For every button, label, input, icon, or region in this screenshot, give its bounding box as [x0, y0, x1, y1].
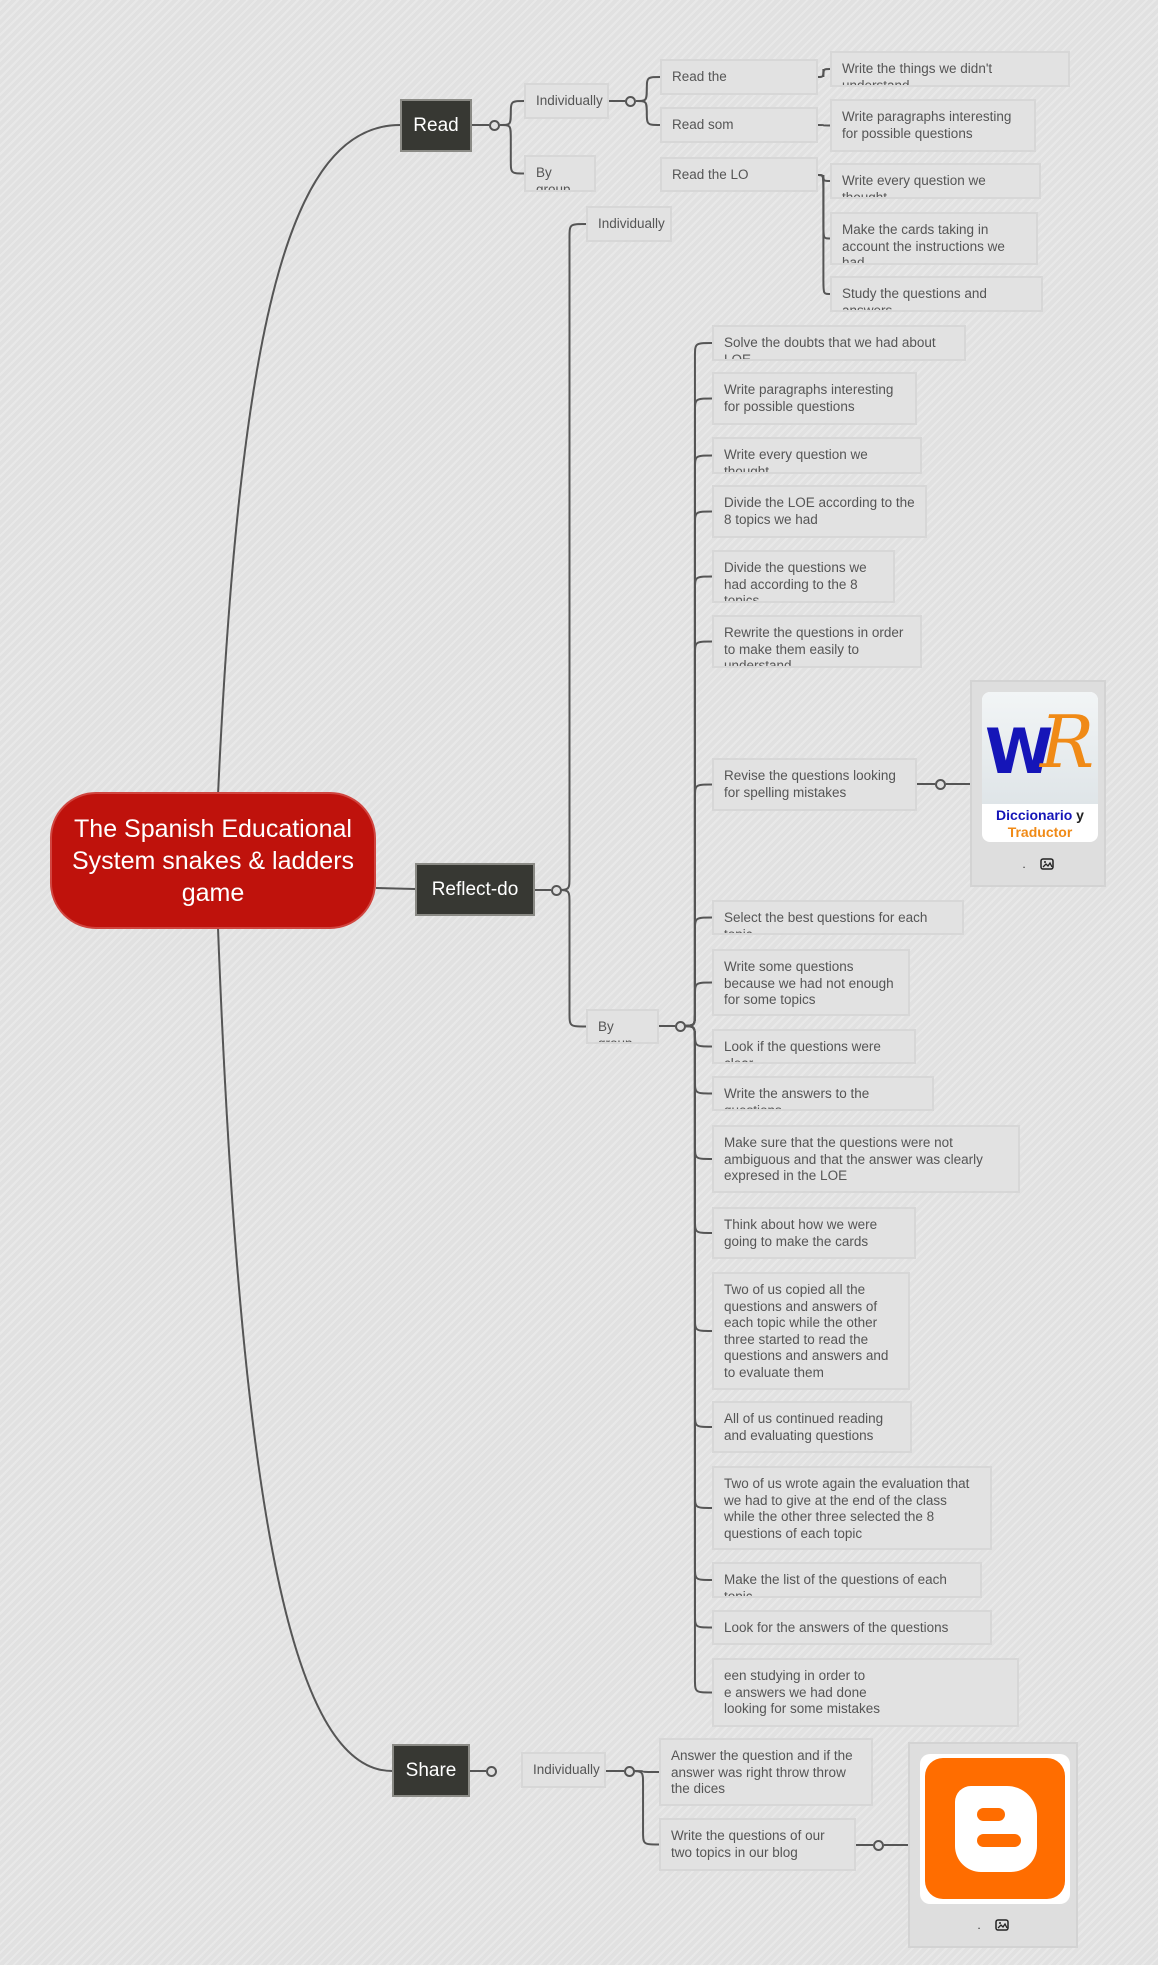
read-task[interactable]: Write paragraphs interesting for possibl…	[830, 99, 1036, 152]
read-item[interactable]: Read the	[660, 59, 818, 95]
task-line: looking for some mistakes	[724, 1701, 881, 1716]
reflect-by-group[interactable]: By group	[586, 1009, 659, 1044]
reflect-task[interactable]: Two of us wrote again the evaluation tha…	[712, 1466, 992, 1550]
collapse-toggle[interactable]	[935, 779, 946, 790]
connector-line	[680, 1025, 713, 1509]
read-task[interactable]: Write every question we thought	[830, 163, 1041, 199]
reflect-task[interactable]: Write paragraphs interesting for possibl…	[712, 372, 917, 425]
connector-line	[635, 100, 661, 126]
reflect-task[interactable]: Think about how we were going to make th…	[712, 1207, 916, 1259]
collapse-toggle[interactable]	[625, 96, 636, 107]
connector-line	[680, 1025, 713, 1428]
group-individually[interactable]: Individually	[586, 206, 672, 242]
read-item[interactable]: Read the LO	[660, 157, 818, 192]
share-individually[interactable]: Individually	[521, 1752, 606, 1788]
task-line: een studying in order to	[724, 1668, 866, 1683]
blogger-image-node[interactable]: .	[908, 1742, 1078, 1948]
connector-line	[817, 68, 831, 78]
connector-line	[499, 100, 525, 126]
reflect-task[interactable]: Select the best questions for each topic	[712, 900, 964, 935]
reflect-task[interactable]: Solve the doubts that we had about LOE	[712, 325, 966, 361]
reflect-task[interactable]: Write every question we thought	[712, 437, 922, 474]
reflect-task[interactable]: Divide the LOE according to the 8 topics…	[712, 485, 927, 538]
collapse-toggle[interactable]	[624, 1766, 635, 1777]
connector-line	[555, 223, 587, 891]
logo-caption: Diccionario	[996, 807, 1073, 823]
connector-line	[680, 981, 713, 1027]
connector-line	[680, 510, 713, 1027]
read-task[interactable]: Study the questions and answers	[830, 276, 1043, 312]
topic-share[interactable]: Share	[392, 1744, 470, 1797]
connector-line	[680, 1025, 713, 1581]
image-caption: .	[1022, 857, 1026, 871]
connector-line	[629, 1770, 660, 1846]
collapse-toggle[interactable]	[873, 1840, 884, 1851]
connector-line	[817, 174, 831, 295]
image-caption: .	[977, 1918, 981, 1932]
connector-line	[680, 454, 713, 1027]
logo-caption: Traductor	[1007, 824, 1073, 840]
reflect-task[interactable]: Divide the questions we had according to…	[712, 550, 895, 603]
topic-reflect-do[interactable]: Reflect-do	[415, 863, 535, 916]
reflect-task[interactable]: Make sure that the questions were not am…	[712, 1125, 1020, 1193]
read-individually[interactable]: Individually	[524, 83, 609, 119]
connector-line	[817, 124, 831, 127]
connector-line	[680, 640, 713, 1027]
connector-line	[499, 124, 525, 175]
connector-line	[680, 783, 713, 1027]
collapse-toggle[interactable]	[489, 120, 500, 131]
central-topic[interactable]: The Spanish Educational System snakes & …	[50, 792, 376, 929]
reflect-task[interactable]: Write the answers to the questions	[712, 1076, 934, 1111]
connector-line	[680, 1025, 713, 1694]
reflect-task[interactable]: Rewrite the questions in order to make t…	[712, 615, 922, 668]
image-icon[interactable]	[994, 1919, 1009, 1931]
connector-line	[635, 76, 661, 102]
connector-line	[680, 342, 713, 1027]
read-task[interactable]: Write the things we didn't understand	[830, 51, 1070, 87]
connector-line	[555, 889, 587, 1028]
reflect-task[interactable]: een studying in order to e answers we ha…	[712, 1658, 1019, 1727]
topic-read[interactable]: Read	[400, 99, 472, 152]
reflect-task[interactable]: Look if the questions were clear	[712, 1029, 916, 1064]
read-task[interactable]: Make the cards taking in account the ins…	[830, 212, 1038, 265]
central-topic-text: The Spanish Educational System snakes & …	[71, 814, 355, 907]
logo-caption: y	[1076, 807, 1084, 823]
connector-line	[680, 1025, 713, 1234]
collapse-toggle[interactable]	[551, 885, 562, 896]
image-icon[interactable]	[1039, 858, 1054, 870]
reflect-task[interactable]: Make the list of the questions of each t…	[712, 1562, 982, 1598]
reflect-task[interactable]: Write some questions because we had not …	[712, 949, 910, 1016]
connector-line	[680, 397, 713, 1027]
collapse-toggle[interactable]	[675, 1021, 686, 1032]
reflect-task[interactable]: Look for the answers of the questions	[712, 1610, 992, 1645]
blogger-logo	[920, 1754, 1070, 1904]
connector-line	[680, 1025, 713, 1048]
connector-line	[680, 1025, 713, 1095]
collapse-toggle[interactable]	[486, 1766, 497, 1777]
connector-line	[680, 1025, 713, 1332]
share-task[interactable]: Write the questions of our two topics in…	[659, 1818, 856, 1871]
read-item[interactable]: Read som	[660, 107, 818, 143]
task-line: e answers we had done	[724, 1684, 867, 1700]
share-task[interactable]: Answer the question and if the answer wa…	[659, 1738, 873, 1806]
reflect-task[interactable]: All of us continued reading and evaluati…	[712, 1401, 912, 1453]
connector-line	[680, 916, 713, 1027]
reflect-task[interactable]: Two of us copied all the questions and a…	[712, 1272, 910, 1390]
read-by-group[interactable]: By group	[524, 155, 596, 192]
reflect-task[interactable]: Revise the questions looking for spellin…	[712, 758, 917, 811]
